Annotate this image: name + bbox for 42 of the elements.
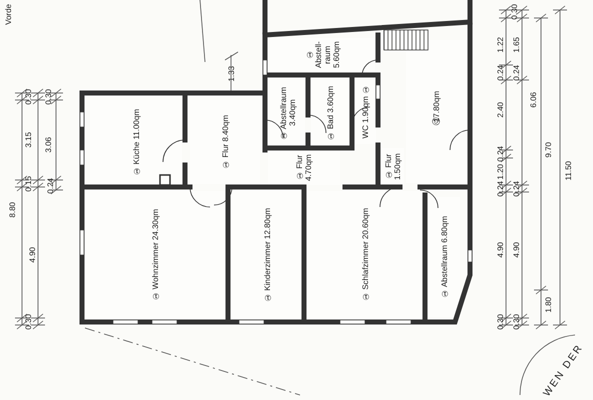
dimension-value: 8.80	[8, 202, 16, 218]
dimension-value: 0.24	[496, 65, 504, 81]
dimension-value: 0.30	[512, 314, 520, 330]
dimension-value: 0.30	[24, 314, 32, 330]
room-label: ① Schlafzimmer 20.60qm	[360, 208, 370, 302]
dimension-value: 1.65	[512, 37, 520, 53]
dimension-value: 0.24	[46, 178, 54, 194]
dimension-value: 6.06	[528, 92, 538, 108]
room-label: ① Abstell-raum 5.60qm	[304, 41, 340, 69]
room-label: ① Küche 11.00qm	[132, 108, 140, 176]
room-label: Ⓖ 17.80qm	[432, 90, 441, 132]
dimension-value: 1.20	[496, 164, 504, 180]
dimension-value: 9.70	[544, 142, 552, 158]
room-label: ① Abstellraum 3.40qm	[278, 85, 296, 142]
dimension-value: 0.30	[24, 89, 32, 105]
room-label: ① Abstellraum 6.80qm	[440, 216, 448, 298]
dimension-value: 1.33	[226, 66, 236, 82]
room-label: ① Flur 4.70qm	[295, 154, 313, 182]
dimension-value: 0.30	[496, 314, 504, 330]
room-label: ① Kinderzimmer 12.80qm	[262, 208, 272, 302]
room-label: ① Flur 8.40qm	[220, 115, 230, 169]
dimension-value: 0.24	[512, 65, 520, 81]
dimension-value: 0.24	[512, 181, 520, 197]
note-text: Vorde	[4, 4, 12, 24]
dimension-value: 0.15	[24, 176, 32, 192]
dimension-value: 1.22	[496, 37, 504, 53]
dimension-value: 3.06	[44, 137, 52, 153]
room-label: ① Bad 3.60qm	[326, 86, 334, 140]
room-label: ① Flur 1.50qm	[384, 152, 402, 182]
dimension-value: 0.30	[44, 89, 52, 105]
room-label: ① Wohnzimmer 24.30qm	[151, 209, 160, 301]
dimension-value: 2.40	[496, 102, 504, 118]
dimension-value: 1.80	[544, 297, 552, 313]
dimension-value: 0.24	[496, 146, 504, 162]
dimension-value: 0.24	[496, 181, 504, 197]
dimension-value: 3.15	[24, 132, 32, 148]
dimension-value: 4.90	[512, 242, 520, 258]
dimension-value: 0.30	[510, 4, 518, 20]
room-label: WC 1.90qm ①	[361, 85, 370, 139]
dimension-value: 11.50	[564, 160, 572, 180]
dimension-value: 4.90	[28, 247, 36, 263]
dimension-value: 4.90	[496, 242, 504, 258]
